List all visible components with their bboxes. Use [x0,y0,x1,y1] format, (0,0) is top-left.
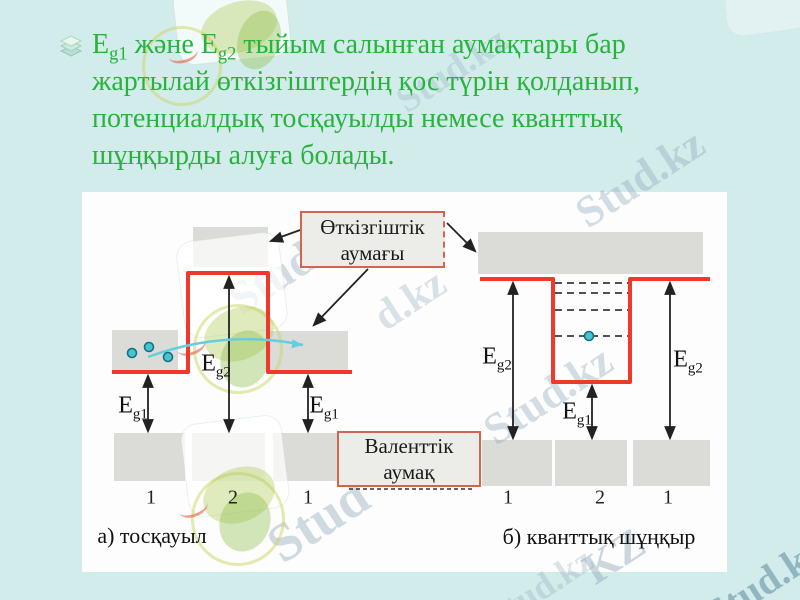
right-eg1-label: Eg1 [562,398,592,429]
right-valence-band-1R [633,440,710,486]
title-line-2: жартылай өткізгіштердің қос түрін қолдан… [92,66,641,97]
right-valence-band-2 [555,440,627,486]
title-line-4: шұңқырды алуға болады. [92,140,395,171]
valence-label-line-2: аумақ [383,460,435,484]
valence-region-label-box: Валенттік аумақ [337,431,481,487]
left-eg2-label: Eg2 [201,350,231,381]
conduction-label-line-1: Өткізгіштік [320,214,425,239]
left-region-number-2: 2 [228,486,238,509]
right-diagram-caption: б) кванттық шұңқыр [502,524,696,549]
left-diagram-caption: а) тосқауыл [97,523,207,548]
valence-label-line-1: Валенттік [364,434,454,458]
left-conduction-band-1L [112,330,178,372]
left-valence-band-1L [114,433,185,481]
right-region-number-1: 1 [503,486,513,509]
title-line-3: потенциалдық тосқауылды немесе кванттық [92,103,623,134]
right-region-number-2: 2 [595,486,605,509]
left-eg1-label: Eg1 [118,392,148,423]
conduction-region-label-box: Өткізгіштік аумағы [300,211,445,268]
bullet-icon [59,34,83,58]
right-valence-band-1L [482,440,552,486]
title-line-1: Eg1 және Eg2 тыйым салынған аумақтары ба… [92,29,626,64]
left-eg1-label-right: Eg1 [309,392,339,423]
left-valence-band-2 [192,433,265,481]
left-valence-band-1R [273,433,345,481]
right-conduction-band [478,232,703,274]
left-conduction-band-2 [193,227,268,267]
conduction-label-line-2: аумағы [340,240,405,265]
slide-title: Eg1 және Eg2 тыйым салынған аумақтары ба… [92,26,752,174]
left-region-number-3: 1 [303,486,313,509]
left-conduction-band-1R [268,331,348,372]
left-region-number-1: 1 [146,486,156,509]
right-region-number-3: 1 [663,486,673,509]
right-eg2-label-left: Eg2 [482,343,512,374]
right-eg2-label-right: Eg2 [673,346,703,377]
